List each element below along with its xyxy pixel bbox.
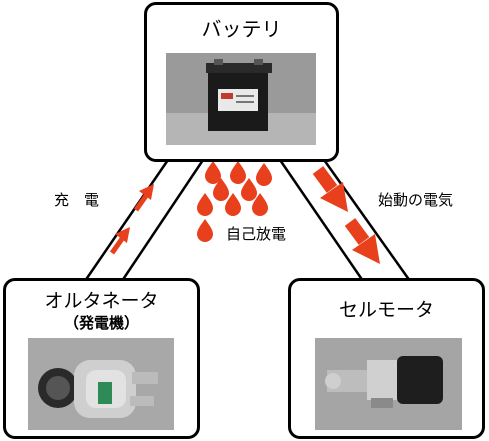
alternator-node: オルタネータ （発電機） — [3, 278, 200, 439]
starting-band — [276, 156, 412, 282]
charge-band — [83, 156, 207, 282]
drop — [225, 193, 241, 216]
drop — [256, 163, 272, 186]
starter-label: セルモータ — [338, 299, 434, 321]
drop — [230, 161, 246, 184]
starting-arrow — [344, 218, 380, 264]
battery-node: バッテリ — [144, 2, 339, 162]
starter-node: セルモータ — [288, 278, 485, 439]
battery-label: バッテリ — [201, 17, 282, 41]
drop — [252, 193, 268, 216]
drop — [197, 219, 213, 242]
discharge-drops — [197, 161, 272, 242]
starting-arrow — [312, 166, 348, 212]
charge-arrow — [109, 227, 130, 255]
battery-photo — [166, 53, 316, 145]
starter-photo — [315, 338, 462, 430]
alternator-photo — [28, 338, 174, 430]
drop — [213, 178, 229, 201]
charge-label: 充 電 — [54, 191, 100, 209]
alternator-label: オルタネータ — [44, 290, 159, 312]
alternator-sublabel: （発電機） — [63, 314, 139, 332]
starting-label: 始動の電気 — [378, 191, 454, 209]
drop — [241, 178, 257, 201]
drop — [197, 193, 213, 216]
discharge-label: 自己放電 — [226, 225, 287, 243]
drop — [205, 161, 221, 184]
charge-arrow — [133, 184, 154, 212]
